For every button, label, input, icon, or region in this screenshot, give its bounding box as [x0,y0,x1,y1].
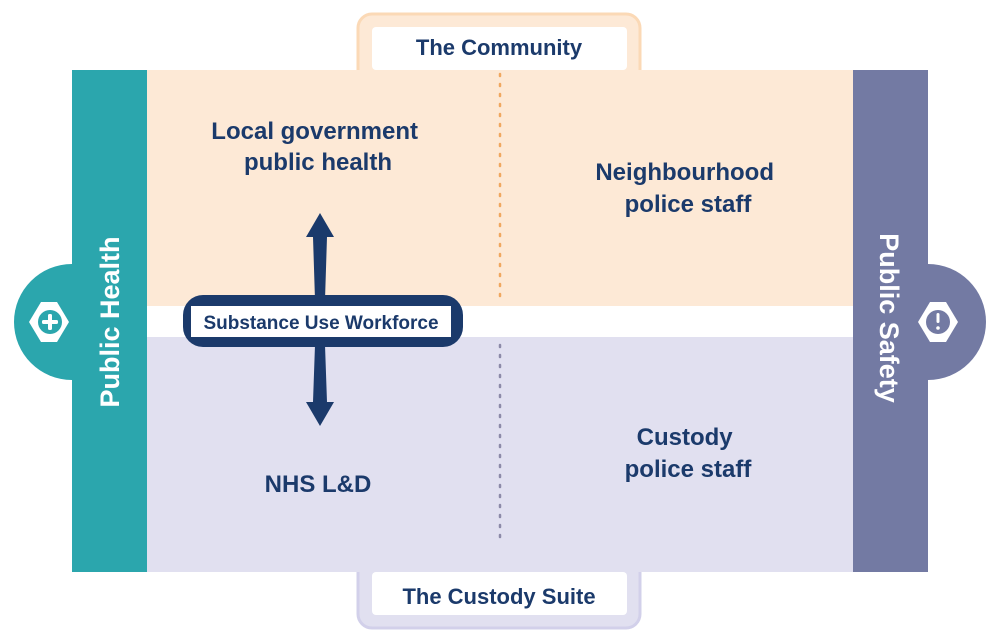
tab-community-label: The Community [416,35,583,60]
public-safety-label: Public Safety [874,233,904,403]
exclamation-shield-icon [918,302,958,342]
plus-shield-icon [29,302,69,342]
quadrant-nhs: NHS L&D [265,471,372,498]
public-safety-bar: Public Safety [853,70,986,572]
tab-custody-suite-label: The Custody Suite [402,584,595,609]
substance-use-workforce-label: Substance Use Workforce [183,295,463,347]
quadrant-custody-police: Custody police staff [625,424,753,483]
svg-text:Substance Use Workforce: Substance Use Workforce [203,313,438,334]
quadrant-neighbourhood-police: Neighbourhood police staff [595,159,780,218]
public-health-bar: Public Health [14,70,147,572]
tab-community: The Community [356,12,642,86]
double-arrow-icon [306,213,334,426]
quadrant-local-government: Local government public health [211,118,424,176]
public-health-label: Public Health [95,236,125,407]
